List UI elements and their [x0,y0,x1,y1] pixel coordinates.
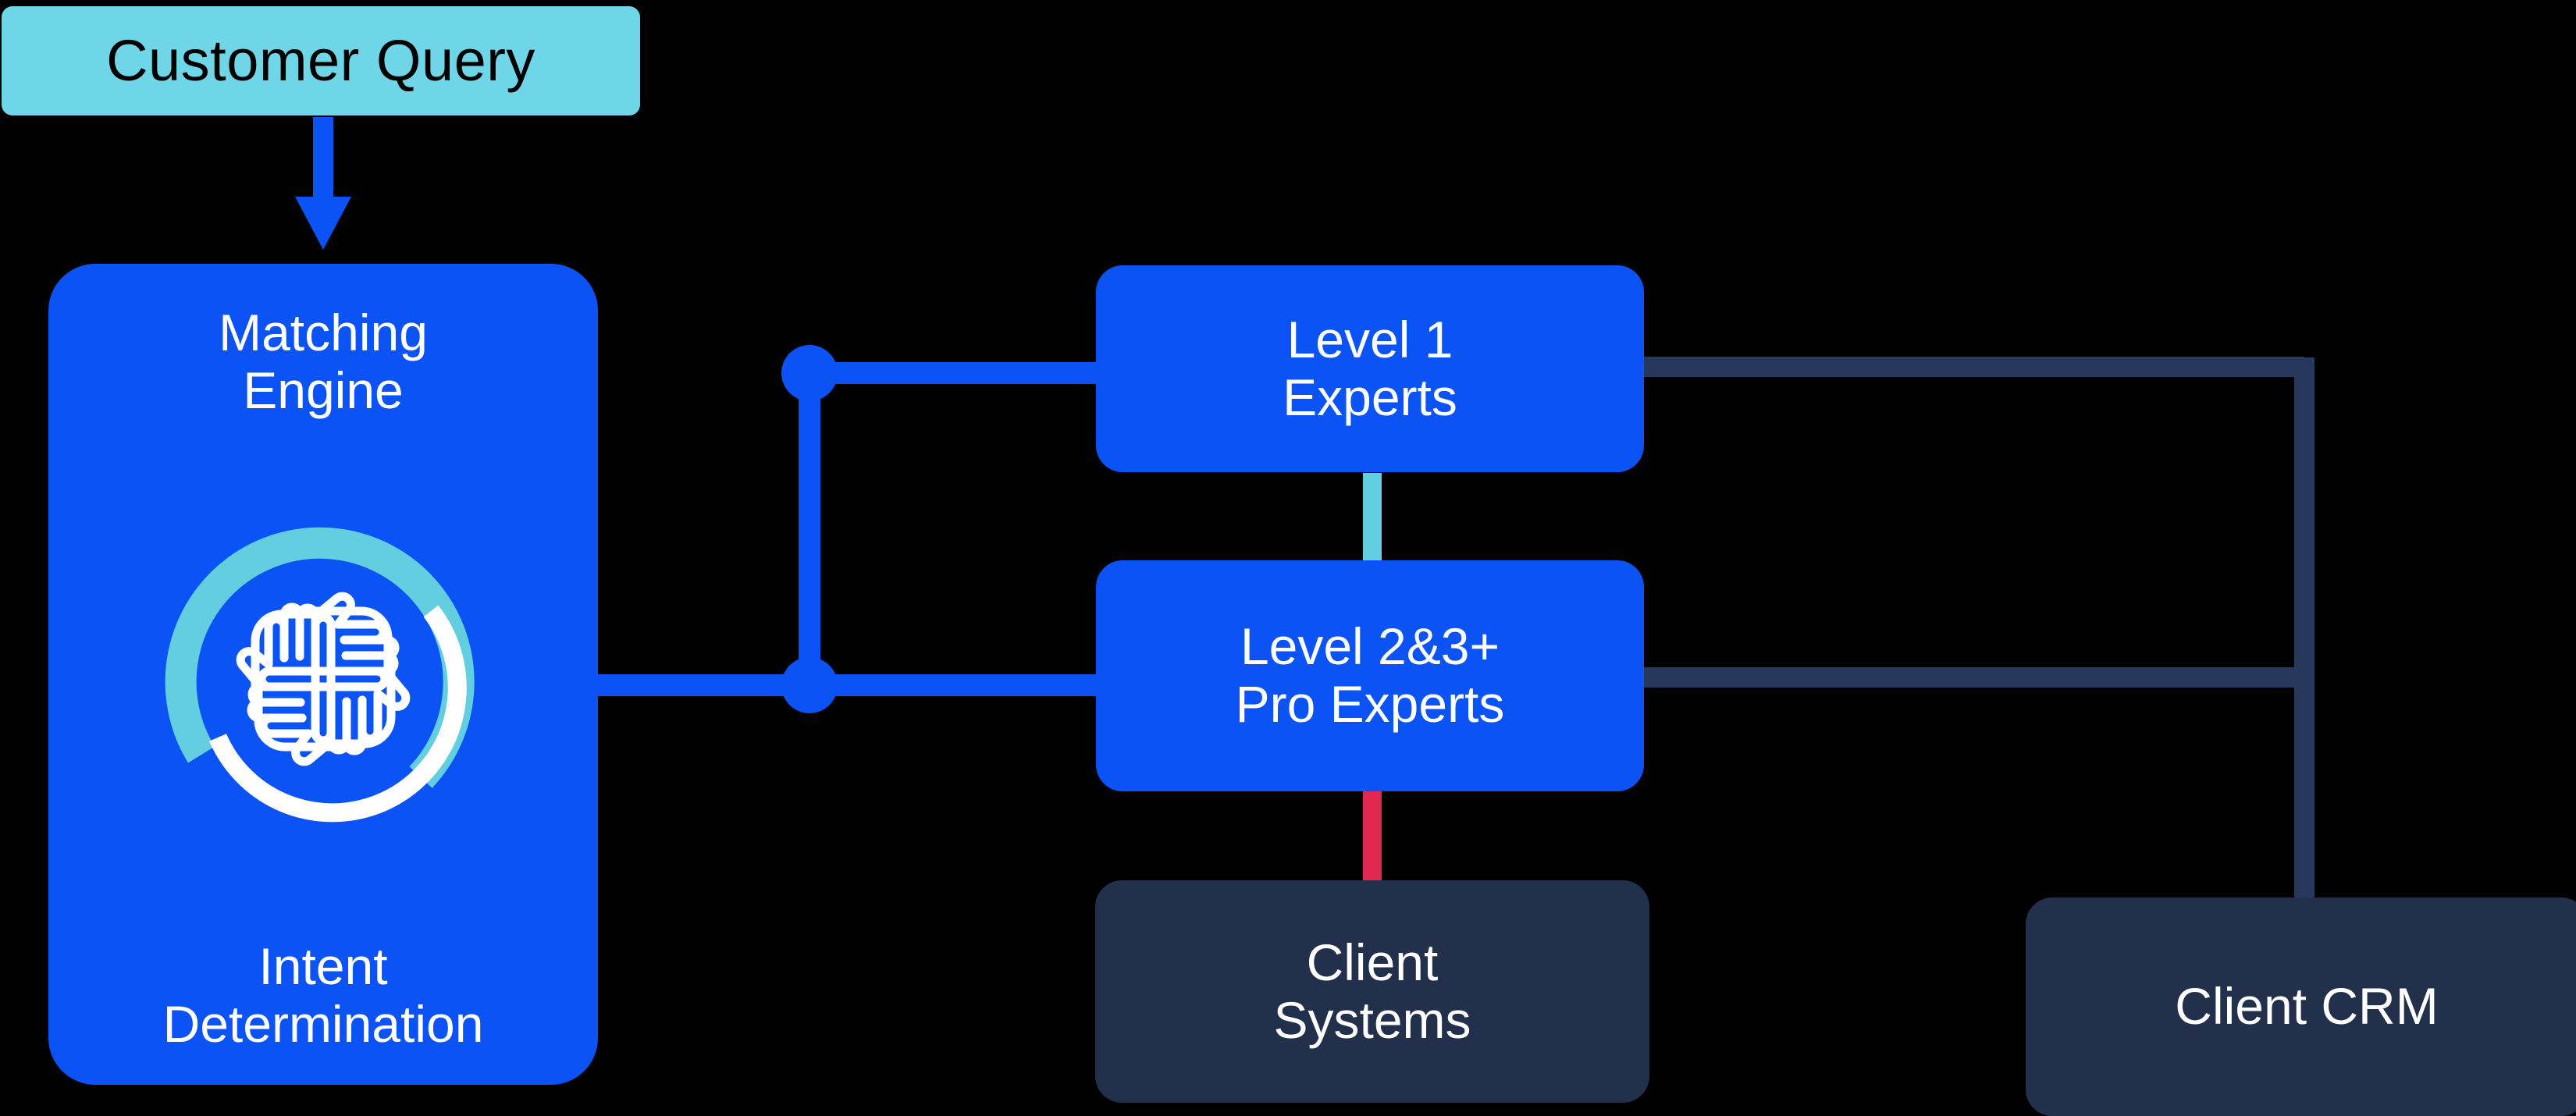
node-matching-engine-subtitle: Intent Determination [162,937,484,1054]
node-level-23-pro-experts[interactable]: Level 2&3+ Pro Experts [1096,560,1644,791]
node-matching-engine[interactable]: Matching Engine [48,264,598,1085]
connector-customer-query-to-engine [295,117,351,250]
junction-dot-upper [781,345,838,401]
node-client-systems-label: Client Systems [1273,933,1471,1049]
connector-experts-to-client-crm [1644,357,2314,907]
four-hands-teamwork-icon [155,511,491,847]
node-customer-query[interactable]: Customer Query [2,6,640,116]
hands-pinwheel-icon [236,592,411,766]
node-level-1-experts[interactable]: Level 1 Experts [1096,265,1644,472]
matching-engine-title-block: Matching Engine [62,304,584,420]
ring-white-arc [208,605,467,823]
progress-ring-icon [165,527,475,823]
node-level-1-experts-label: Level 1 Experts [1283,310,1457,426]
node-customer-query-label: Customer Query [106,27,535,93]
matching-engine-subtitle-block: Intent Determination [62,937,584,1054]
node-matching-engine-title: Matching Engine [219,304,428,419]
arrowhead-down-icon [295,197,351,250]
node-client-crm-label: Client CRM [2175,977,2439,1036]
junction-dot-lower [781,657,838,713]
node-client-crm[interactable]: Client CRM [2026,897,2576,1116]
connector-matching-engine-to-experts [595,345,1096,713]
node-client-systems[interactable]: Client Systems [1095,880,1649,1103]
node-level-23-pro-experts-label: Level 2&3+ Pro Experts [1235,617,1505,733]
